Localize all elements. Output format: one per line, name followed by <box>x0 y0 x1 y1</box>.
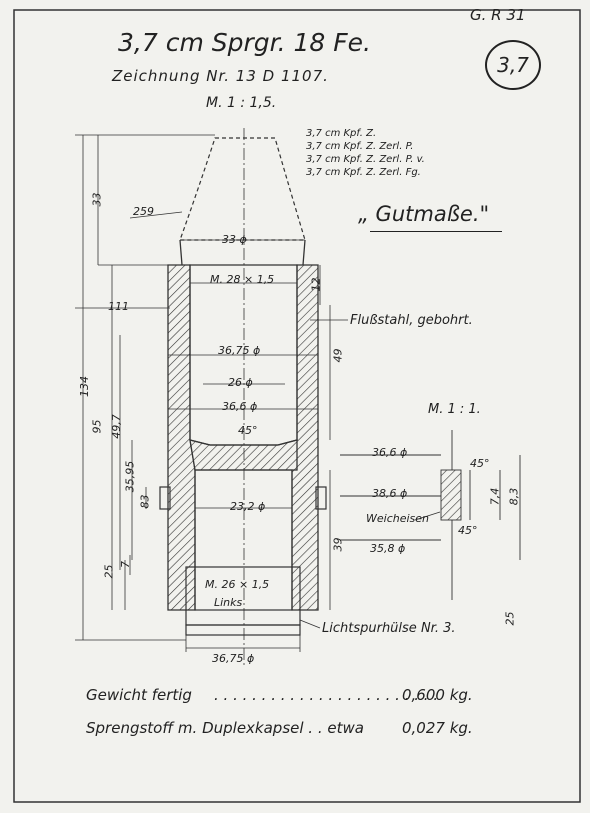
dim-366-main: 36,6 ϕ <box>222 400 258 413</box>
driving-band-left <box>159 486 171 510</box>
drawing-number: Zeichnung Nr. 13 D 1107. <box>112 67 329 85</box>
dim-39: 39 <box>331 537 345 552</box>
drawing-title: 3,7 cm Sprgr. 18 Fe. <box>118 28 371 57</box>
tracer-label: Lichtspurhülse Nr. 3. <box>322 621 456 636</box>
weight-label: Gewicht fertig <box>86 686 192 704</box>
dim-body-diameter-top: 36,75 ϕ <box>218 344 261 357</box>
upper-cavity <box>189 264 298 446</box>
dim-body-diameter-bottom: 36,75 ϕ <box>212 652 255 665</box>
projectile-wall-left <box>167 239 196 611</box>
weight-value: 0,600 kg. <box>402 686 473 704</box>
detail-dim-36-6: 36,6 ϕ <box>372 446 408 459</box>
driving-band-right <box>315 486 327 510</box>
caliber-badge: 3,7 <box>485 40 541 90</box>
tracer-base <box>185 624 301 636</box>
thread-left-hand: Links <box>214 596 243 609</box>
dim-nose-diameter: 33 ϕ <box>222 233 247 246</box>
fuze-line-1: 3,7 cm Kpf. Z. <box>306 128 377 139</box>
detail-angle-45-bottom: 45° <box>458 524 478 537</box>
detail-dim-8-3: 8,3 <box>507 487 521 506</box>
lower-cavity <box>194 469 293 611</box>
charge-value: 0,027 kg. <box>402 719 473 737</box>
tracer-sleeve <box>185 566 301 626</box>
dim-angle-45: 45° <box>238 424 258 437</box>
fuze-line-4: 3,7 cm Kpf. Z. Zerl. Fg. <box>306 167 421 178</box>
main-scale: M. 1 : 1,5. <box>206 95 277 111</box>
detail-dim-25: 25 <box>503 611 517 626</box>
dim-12: 12 <box>309 277 323 292</box>
dim-49-7: 49,7 <box>109 414 123 439</box>
sheet-frame <box>13 9 581 803</box>
dim-33: 33 <box>90 192 104 207</box>
dim-35-95: 35,95 <box>123 460 137 493</box>
dim-overall-134: 134 <box>78 376 91 397</box>
dim-thread-top: M. 28 × 1,5 <box>210 273 275 286</box>
projectile-ogive <box>179 137 306 241</box>
detail-scale: M. 1 : 1. <box>428 402 481 417</box>
dim-83: 83 <box>138 494 152 509</box>
dim-23-2: 23,2 ϕ <box>230 500 266 513</box>
heading-underline <box>370 231 502 232</box>
detail-dim-35-8: 35,8 ϕ <box>370 542 406 555</box>
dim-49: 49 <box>331 348 345 363</box>
projectile-wall-right <box>291 239 319 611</box>
dim-25: 25 <box>102 564 116 579</box>
dim-thread-bottom: M. 26 × 1,5 <box>205 578 270 591</box>
fuze-line-2: 3,7 cm Kpf. Z. Zerl. P. <box>306 141 414 152</box>
sheet-reference: G. R 31 <box>470 6 526 24</box>
dim-111: 111 <box>108 300 129 313</box>
charge-label: Sprengstoff m. Duplexkapsel . . etwa <box>86 719 364 737</box>
detail-view <box>340 430 521 600</box>
dim-7: 7 <box>119 561 132 568</box>
detail-angle-45-top: 45° <box>470 457 490 470</box>
soft-iron-label: Weicheisen <box>366 512 430 525</box>
heading-gutmasse: „ Gutmaße." <box>358 202 490 226</box>
dim-95: 95 <box>90 419 104 434</box>
fuze-line-3: 3,7 cm Kpf. Z. Zerl. P. v. <box>306 154 425 165</box>
weight-dots: . . . . . . . . . . . . . . . . . . . . … <box>214 686 439 704</box>
detail-dim-38-6: 38,6 ϕ <box>372 487 408 500</box>
dim-cavity-diameter: 26 ϕ <box>228 376 253 389</box>
material-label: Flußstahl, gebohrt. <box>350 313 473 328</box>
detail-dim-7-4: 7,4 <box>488 487 502 506</box>
dim-radius-259: 259 <box>133 205 154 218</box>
